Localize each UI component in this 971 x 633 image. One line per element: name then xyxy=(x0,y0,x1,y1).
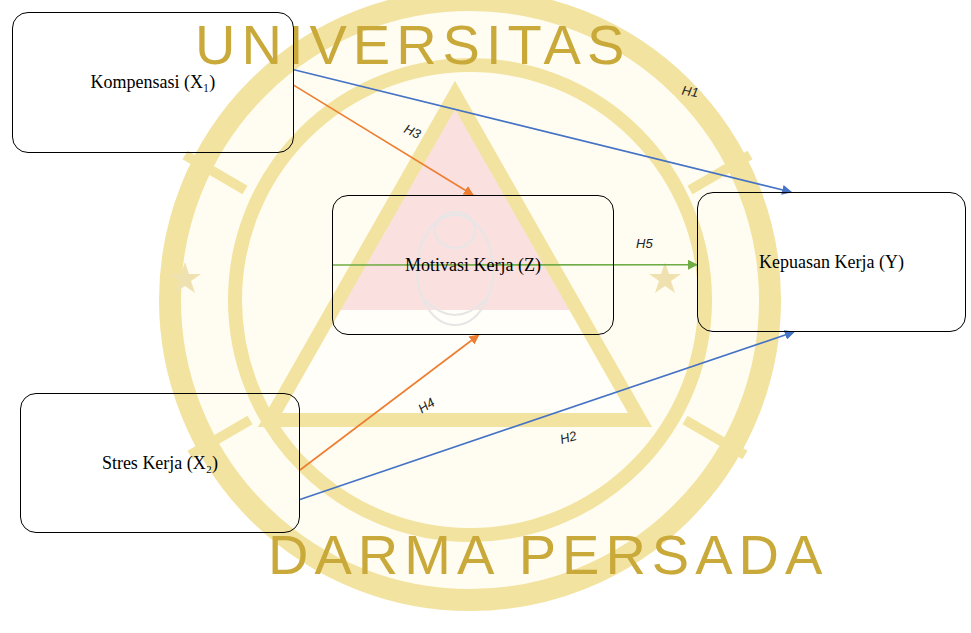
variable-box: Motivasi Kerja (Z) xyxy=(332,195,614,335)
hypothesis-arrow xyxy=(300,335,479,470)
hypothesis-arrow xyxy=(300,332,794,499)
box-label: Stres Kerja (X₂) xyxy=(102,453,218,474)
variable-box: Stres Kerja (X₂) xyxy=(20,393,300,533)
hypothesis-label: H5 xyxy=(636,236,653,251)
box-label: Kepuasan Kerja (Y) xyxy=(759,252,904,273)
watermark-text: DARMA PERSADA xyxy=(268,522,828,587)
logo-inner-ring xyxy=(235,65,705,535)
logo-triangle xyxy=(270,95,640,420)
hypothesis-arrow xyxy=(294,85,473,195)
logo-rays xyxy=(185,155,750,455)
variable-box: Kepuasan Kerja (Y) xyxy=(697,192,966,332)
logo-red-field xyxy=(270,95,640,420)
watermark-text: UNIVERSITAS xyxy=(195,12,630,77)
logo-outer-ring xyxy=(170,0,770,600)
box-label: Motivasi Kerja (Z) xyxy=(405,255,541,276)
variable-box: Kompensasi (X₁) xyxy=(12,12,294,153)
box-label: Kompensasi (X₁) xyxy=(91,72,216,93)
hypothesis-label: H1 xyxy=(681,83,700,101)
